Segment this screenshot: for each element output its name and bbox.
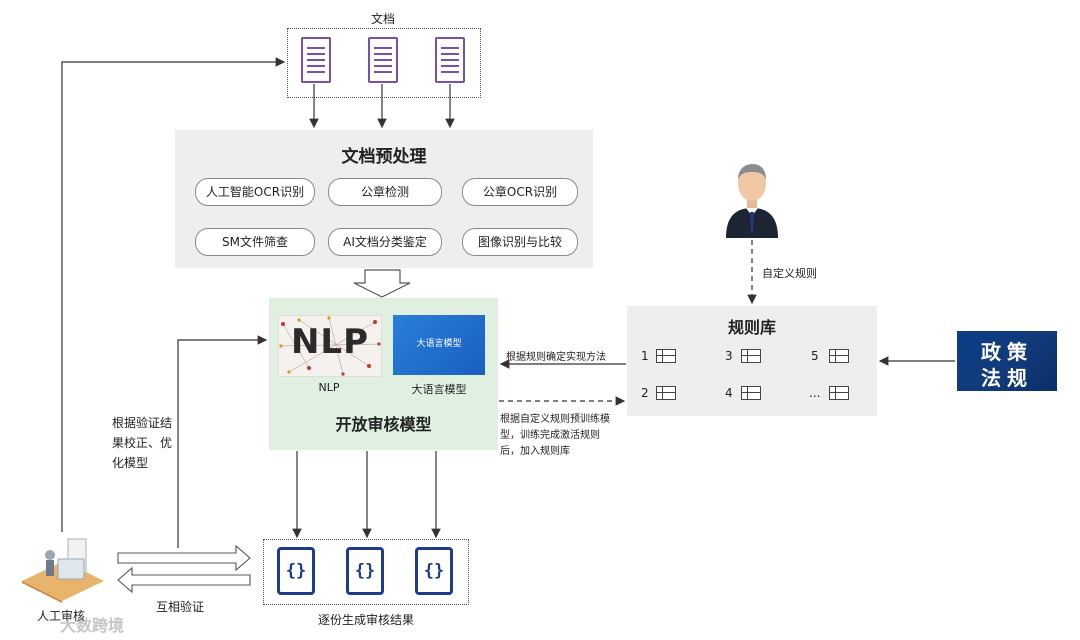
llm-image-text: 大语言模型 xyxy=(416,339,462,349)
hollow-arrow-output-manual xyxy=(117,566,251,594)
chip-ai-ocr: 人工智能OCR识别 xyxy=(195,178,315,206)
arrow-calibrate-model xyxy=(177,335,268,548)
nlp-image-text: NLP xyxy=(290,322,370,362)
table-icon xyxy=(741,386,761,400)
table-icon xyxy=(656,349,676,363)
watermark: 大数跨境 xyxy=(60,616,125,635)
document-icon xyxy=(368,37,398,83)
rule-number: 3 xyxy=(725,349,733,363)
hollow-arrow-manual-output xyxy=(117,544,251,572)
policy-line2: 法规 xyxy=(981,366,1033,390)
hollow-arrow-preprocess-model xyxy=(353,269,411,298)
llm-label: 大语言模型 xyxy=(411,383,467,396)
chip-seal-ocr: 公章OCR识别 xyxy=(462,178,578,206)
table-icon xyxy=(741,349,761,363)
model-title: 开放审核模型 xyxy=(335,415,432,434)
json-file-icon: {} xyxy=(277,547,315,595)
person-icon xyxy=(722,160,782,238)
table-icon xyxy=(656,386,676,400)
nlp-label: NLP xyxy=(318,381,340,394)
edge-label-mutual-verify: 互相验证 xyxy=(156,600,205,614)
policy-line1: 政策 xyxy=(981,340,1033,364)
chip-seal-detect: 公章检测 xyxy=(328,178,442,206)
preprocess-title: 文档预处理 xyxy=(341,147,427,167)
edge-label-calibrate: 根据验证结 果校正、优 化模型 xyxy=(112,416,173,470)
output-label: 逐份生成审核结果 xyxy=(317,613,414,627)
output-container: {} {} {} xyxy=(263,539,469,605)
edge-label-train-rules: 根据自定义规则预训练模 型，训练完成激活规则 后，加入规则库 xyxy=(500,414,610,457)
json-file-icon: {} xyxy=(415,547,453,595)
docs-container xyxy=(287,28,481,98)
chip-image-compare: 图像识别与比较 xyxy=(462,228,578,256)
nlp-image: NLP xyxy=(278,315,382,377)
edge-label-determine-method: 根据规则确定实现方法 xyxy=(506,352,606,363)
json-file-icon: {} xyxy=(346,547,384,595)
chip-ai-doc-classify: AI文档分类鉴定 xyxy=(328,228,442,256)
policy-badge: 政策 法规 xyxy=(957,331,1057,391)
custom-rule-label: 自定义规则 xyxy=(762,267,817,280)
table-icon xyxy=(829,386,849,400)
rule-number: 5 xyxy=(811,349,819,363)
document-icon xyxy=(301,37,331,83)
llm-image: 大语言模型 xyxy=(393,315,485,375)
rule-number: 2 xyxy=(641,386,649,400)
rule-number: 1 xyxy=(641,349,649,363)
rules-title: 规则库 xyxy=(727,318,776,337)
rule-number: 4 xyxy=(725,386,733,400)
table-icon xyxy=(829,349,849,363)
manual-review-label: 人工审核 xyxy=(37,609,86,623)
docs-title: 文档 xyxy=(370,12,395,26)
manual-review-illustration xyxy=(20,533,106,603)
document-icon xyxy=(435,37,465,83)
chip-sm-file-screening: SM文件筛查 xyxy=(195,228,315,256)
rule-number: ... xyxy=(809,386,821,400)
